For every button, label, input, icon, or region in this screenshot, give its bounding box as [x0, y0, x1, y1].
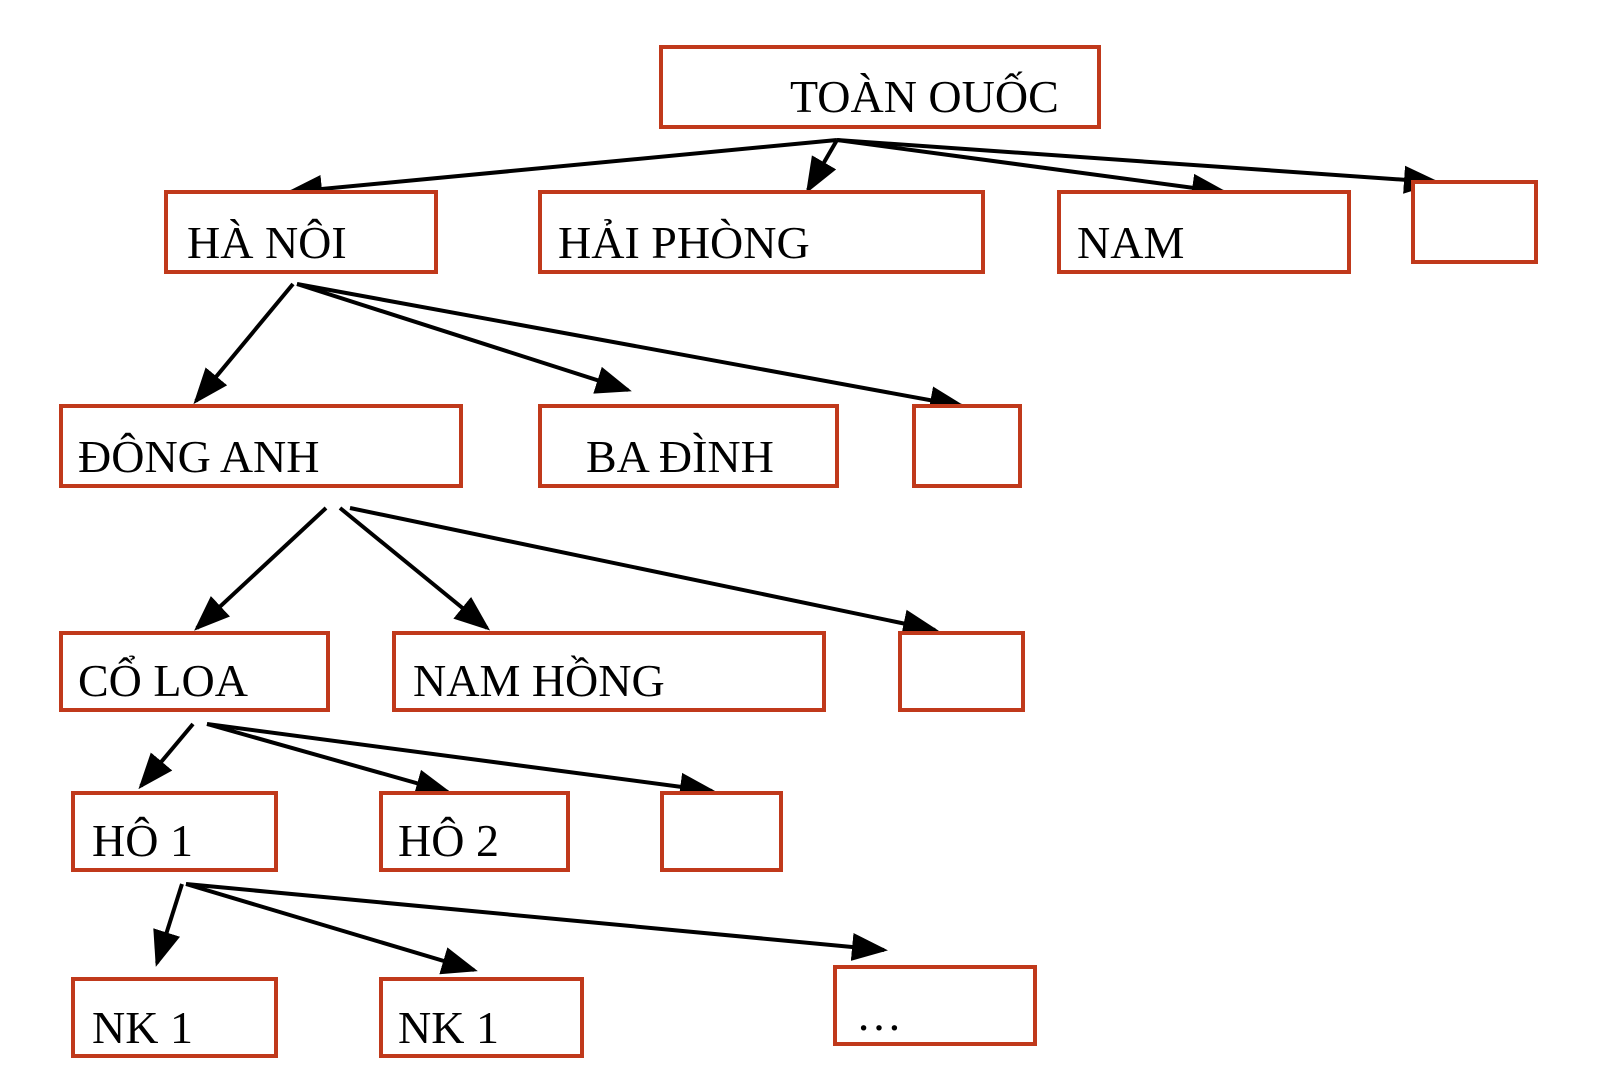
node-box: [538, 404, 839, 488]
node-ho-2: HÔ 2: [379, 791, 570, 872]
node-label: ĐÔNG ANH: [78, 431, 320, 482]
node-nam: NAM: [1057, 190, 1351, 274]
node-nk-more: …: [833, 965, 1037, 1046]
node-nk-1a: NK 1: [71, 977, 278, 1058]
node-box: [59, 631, 330, 712]
edges: [138, 138, 1440, 975]
edge-toan-quoc-to-l1-empty: [836, 138, 1440, 194]
node-label: HÔ 2: [398, 815, 499, 866]
node-label: HÔ 1: [92, 815, 193, 866]
node-ha-noi: HÀ NÔI: [164, 190, 438, 274]
edge-toan-quoc-to-hai-phong: [805, 138, 839, 194]
node-co-loa: CỔ LOA: [59, 631, 330, 712]
node-box: [71, 791, 278, 872]
node-l4-empty: [660, 791, 783, 872]
edge-ha-noi-to-l2-empty: [296, 282, 966, 414]
node-label: NK 1: [92, 1002, 193, 1053]
node-box: [912, 404, 1022, 488]
node-box: [379, 791, 570, 872]
edge-dong-anh-to-nam-hong: [338, 506, 491, 631]
node-ba-dinh: BA ĐÌNH: [538, 404, 839, 488]
node-box: [1057, 190, 1351, 274]
node-label: TOÀN OUỐC: [790, 70, 1059, 122]
edge-toan-quoc-to-ha-noi: [286, 138, 838, 203]
node-box: [898, 631, 1025, 712]
node-box: [1411, 180, 1538, 264]
edge-co-loa-to-ho-2: [206, 722, 452, 797]
node-box: [538, 190, 985, 274]
node-label: CỔ LOA: [78, 653, 248, 706]
node-label: HẢI PHÒNG: [558, 217, 810, 268]
edge-ha-noi-to-ba-dinh: [296, 282, 632, 394]
edge-co-loa-to-ho-1: [138, 722, 195, 790]
node-label: NAM: [1077, 217, 1184, 268]
node-box: [659, 45, 1101, 129]
node-box: [392, 631, 826, 712]
node-box: [164, 190, 438, 274]
edge-ho-1-to-nk-more: [185, 882, 888, 961]
node-box: [59, 404, 463, 488]
edge-ho-1-to-nk-1a: [153, 883, 184, 967]
node-toan-quoc: TOÀN OUỐC: [659, 45, 1101, 129]
node-nam-hong: NAM HỒNG: [392, 631, 826, 712]
node-ho-1: HÔ 1: [71, 791, 278, 872]
node-dong-anh: ĐÔNG ANH: [59, 404, 463, 488]
node-box: [379, 977, 584, 1058]
node-l1-empty: [1411, 180, 1538, 264]
node-l3-empty: [898, 631, 1025, 712]
node-label: …: [856, 989, 902, 1040]
edge-toan-quoc-to-nam: [836, 138, 1228, 202]
node-hai-phong: HẢI PHÒNG: [538, 190, 985, 274]
node-box: [660, 791, 783, 872]
edge-dong-anh-to-co-loa: [194, 506, 328, 631]
edge-ho-1-to-nk-1b: [185, 882, 478, 975]
edge-co-loa-to-l4-empty: [206, 722, 716, 801]
node-box: [833, 965, 1037, 1046]
node-nk-1b: NK 1: [379, 977, 584, 1058]
node-l2-empty: [912, 404, 1022, 488]
node-box: [71, 977, 278, 1058]
edge-dong-anh-to-l3-empty: [349, 506, 939, 638]
node-label: NAM HỒNG: [413, 654, 665, 706]
edge-ha-noi-to-dong-anh: [193, 282, 295, 405]
node-label: NK 1: [398, 1002, 499, 1053]
node-label: HÀ NÔI: [187, 217, 347, 268]
node-label: BA ĐÌNH: [586, 431, 774, 482]
